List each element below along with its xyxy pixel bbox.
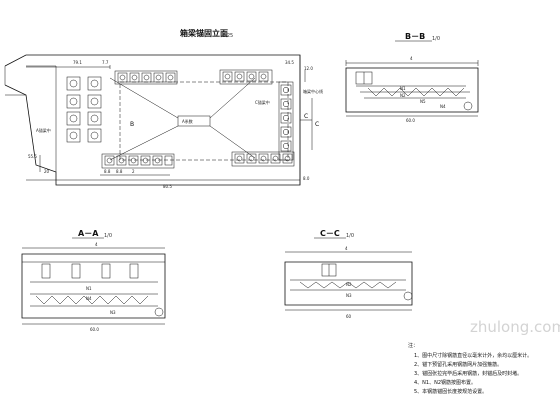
anchor-plate bbox=[66, 94, 81, 109]
bar-label: N3 bbox=[346, 293, 352, 298]
anchor-row-frame bbox=[231, 151, 295, 167]
section-bb: B－B 1/0 4 N1 N2 N5 N4 60.0 bbox=[345, 32, 479, 123]
plan-label-b: B bbox=[130, 121, 134, 128]
anchor-hole-icon bbox=[90, 97, 99, 106]
plan-scale: 1:25 bbox=[222, 33, 233, 39]
anchor-row-bottom-right bbox=[231, 151, 295, 167]
anchor-plate bbox=[87, 128, 102, 143]
plan-dim: 2 bbox=[132, 169, 135, 174]
section-cc-outline bbox=[284, 261, 413, 306]
diag-line bbox=[209, 77, 256, 119]
section-aa: A－A 1/0 4 N1 N4 N3 60.0 bbox=[21, 229, 166, 332]
section-bb-outline bbox=[345, 67, 479, 113]
bar-label: N1 bbox=[400, 86, 406, 91]
note-item: 2、锚下预留孔采用钢筋网片加强箍筋。 bbox=[414, 361, 502, 368]
anchor-bolts bbox=[41, 263, 139, 279]
anchor-circle-icon bbox=[463, 101, 473, 111]
anchor-hole-icon bbox=[69, 131, 78, 140]
plan-side-label-left: A锚梁中 bbox=[36, 127, 51, 133]
plan-view: 箱梁锚固立面 1:25 A系数 bbox=[4, 28, 323, 189]
plan-top-right-label: 箱梁中心线 bbox=[303, 88, 323, 94]
anchor-row-top-right bbox=[219, 69, 273, 85]
note-item: 3、锚固张拉完毕后采用钢筋，封锚后及时封堵。 bbox=[414, 370, 522, 377]
anchor-plate bbox=[87, 94, 102, 109]
section-cc-scale: 1/0 bbox=[346, 233, 354, 239]
anchor-plate bbox=[66, 111, 81, 126]
plan-dim: 8.0 bbox=[303, 176, 310, 181]
anchor-row-frame bbox=[219, 69, 273, 85]
center-label-box bbox=[177, 115, 211, 127]
section-bb-scale: 1/0 bbox=[432, 36, 440, 42]
girder-outline bbox=[4, 54, 301, 186]
section-cc-dim-bottom: 60 bbox=[346, 314, 352, 319]
anchor-hole-icon bbox=[69, 97, 78, 106]
bar-label: N2 bbox=[346, 282, 352, 287]
anchor-hole-icon bbox=[69, 114, 78, 123]
diag-line bbox=[109, 77, 179, 119]
bar-label: N4 bbox=[86, 296, 92, 301]
plan-dim: 8.8 bbox=[116, 169, 123, 174]
section-aa-dim-bottom: 60.0 bbox=[90, 327, 99, 332]
anchor-row-bottom-left bbox=[101, 153, 175, 169]
anchor-hole-icon bbox=[69, 79, 78, 88]
section-aa-outline bbox=[21, 253, 166, 319]
bar-label: N3 bbox=[110, 310, 116, 315]
notes: 注： 1、图中尺寸除钢筋直径以毫米计外，余均以厘米计。 2、锚下预留孔采用钢筋网… bbox=[408, 342, 532, 395]
diag-line bbox=[109, 125, 179, 161]
bar-label: N2 bbox=[400, 93, 406, 98]
note-item: 5、本钢筋锚固长度按规范设置。 bbox=[414, 388, 487, 395]
plan-title: 箱梁锚固立面 bbox=[180, 28, 228, 38]
anchor-column-frame bbox=[278, 81, 294, 161]
section-cc: C－C 1/0 4 N2 N3 60 bbox=[284, 229, 413, 319]
plan-label-c-left: C bbox=[304, 113, 308, 120]
stirrup-zigzag bbox=[367, 87, 465, 97]
plan-dim: 12.0 bbox=[304, 66, 313, 71]
section-aa-title: A－A bbox=[78, 229, 99, 238]
anchor-hole-icon bbox=[90, 79, 99, 88]
anchor-column-right bbox=[278, 81, 294, 161]
plan-dim: 8.8 bbox=[104, 169, 111, 174]
plan-dimensions bbox=[26, 55, 306, 185]
anchor-hole-icon bbox=[90, 114, 99, 123]
plan-dim: 20 bbox=[44, 169, 50, 174]
watermark: zhulong.com bbox=[470, 318, 560, 336]
anchor-plate bbox=[66, 128, 81, 143]
anchor-plate bbox=[87, 76, 102, 91]
plan-dim: 34.5 bbox=[285, 60, 294, 65]
anchor-circle-icon bbox=[403, 291, 413, 301]
inner-dashed-box bbox=[119, 81, 289, 161]
bar-label: N1 bbox=[86, 286, 92, 291]
note-item: 1、图中尺寸除钢筋直径以毫米计外，余均以厘米计。 bbox=[414, 352, 532, 359]
plan-dim: 55.5 bbox=[28, 154, 37, 159]
plan-label-c-right: C bbox=[315, 121, 319, 128]
section-cc-title: C－C bbox=[320, 229, 340, 238]
section-cc-dim-top: 4 bbox=[345, 246, 348, 251]
stirrup-zigzag bbox=[35, 295, 149, 305]
bar-label: N4 bbox=[440, 104, 446, 109]
anchor-circle-icon bbox=[154, 307, 164, 317]
notes-heading: 注： bbox=[408, 342, 418, 349]
plan-dim: 7.7 bbox=[102, 60, 109, 65]
bar-label: N5 bbox=[420, 99, 426, 104]
section-bb-dim-bottom: 60.0 bbox=[406, 118, 415, 123]
center-label: A系数 bbox=[182, 118, 193, 124]
section-bb-dim-top: 4 bbox=[410, 56, 413, 61]
anchor-hole-icon bbox=[90, 131, 99, 140]
anchor-row-frame bbox=[101, 153, 175, 169]
plan-dim: 80.5 bbox=[163, 184, 172, 189]
plan-dim: 79.1 bbox=[73, 60, 82, 65]
note-item: 4、N1、N2钢筋按图布置。 bbox=[414, 379, 476, 386]
section-aa-scale: 1/0 bbox=[104, 233, 112, 239]
anchor-plate bbox=[66, 76, 81, 91]
anchor-cluster-left bbox=[66, 76, 102, 143]
anchor-row-top-left bbox=[114, 70, 178, 85]
anchor-row-frame bbox=[114, 70, 178, 85]
anchor-plate bbox=[87, 111, 102, 126]
plan-side-label-right: C锚梁中 bbox=[255, 99, 270, 105]
section-bb-title: B－B bbox=[405, 32, 425, 41]
stirrup-zigzag bbox=[299, 281, 397, 289]
diag-line bbox=[209, 125, 256, 159]
section-aa-dim-top: 4 bbox=[95, 242, 98, 247]
